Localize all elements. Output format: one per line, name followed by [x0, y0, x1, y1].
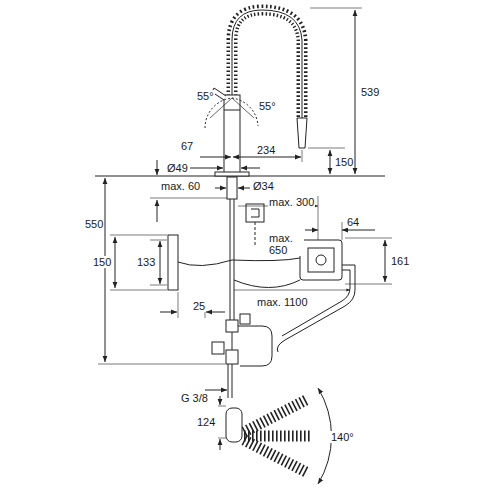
dimension-label: max. 1100	[256, 296, 309, 308]
dimension-label: 133	[136, 256, 156, 268]
dimension-label: max. 300	[268, 196, 315, 208]
hose-coil	[244, 400, 306, 432]
lever-plan	[226, 408, 242, 442]
dimension-label: G 3/8	[180, 392, 209, 404]
dimension-label: 55°	[196, 90, 215, 102]
dimension-label: 67	[180, 140, 194, 152]
dimension-label: 150	[92, 256, 112, 268]
sensor-box	[246, 204, 264, 222]
dimension-label: 55°	[258, 100, 277, 112]
wall-bracket	[168, 235, 178, 290]
hose-line	[232, 10, 302, 118]
dimension-label: 124	[196, 416, 216, 428]
dimension-label: 25	[192, 300, 206, 312]
dimension-label: 150	[334, 156, 354, 168]
dimension-label: 64	[346, 216, 360, 228]
spring-coil	[232, 10, 302, 118]
dimension-label: 140°	[330, 431, 355, 443]
spray-head	[297, 118, 307, 148]
dimension-label: 539	[360, 86, 380, 98]
dimension-label: 161	[390, 255, 410, 267]
dimension-label: 550	[84, 218, 104, 230]
dimension-label: max. 60	[160, 180, 201, 192]
dimension-label: Ø49	[166, 162, 189, 174]
faucet-body	[224, 95, 240, 175]
inner-hose	[232, 10, 302, 118]
dimension-label: Ø34	[252, 180, 275, 192]
control-unit	[300, 240, 342, 280]
dimension-label: max. 650	[268, 232, 304, 256]
dimension-label: 234	[256, 144, 276, 156]
